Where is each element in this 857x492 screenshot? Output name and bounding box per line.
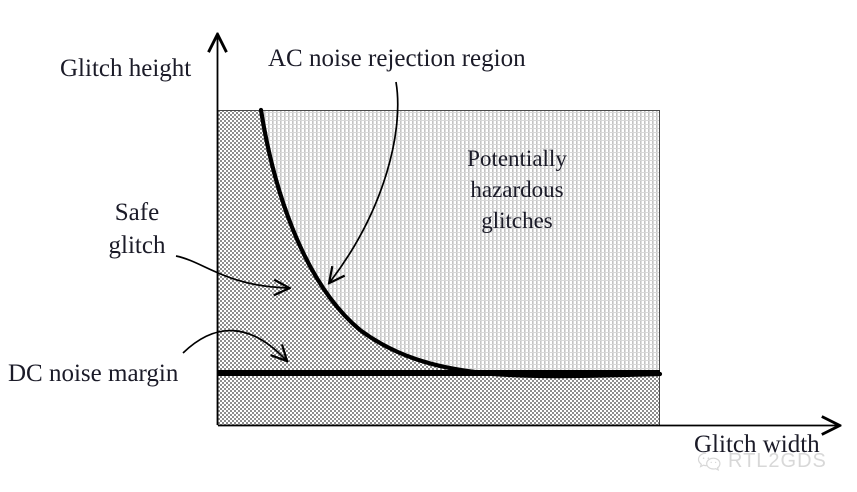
y-axis-label: Glitch height [60,55,192,82]
hazardous-label-line-2: hazardous [470,177,564,203]
dc-noise-margin-leader-arrow [182,329,286,360]
safe-label-line-1: Safe [114,199,160,226]
watermark-text: RTL2GDS [728,450,827,472]
safe-glitch-leader-arrow [175,255,288,288]
x-axis-label: Glitch width [694,431,820,458]
ac-rejection-boundary-curve [258,107,663,379]
safe-label-line-2: glitch [108,232,166,259]
watermark: RTL2GDS [697,450,827,473]
hazardous-glitches-label: Potentially hazardous glitches [450,143,584,236]
axes-group [218,36,839,426]
hazardous-label-line-3: glitches [481,208,553,234]
ac-noise-leader-arrow [330,81,399,282]
dc-noise-margin-label: DC noise margin [8,360,179,387]
safe-glitch-label: Safe glitch [101,196,173,262]
ac-noise-rejection-label: AC noise rejection region [268,45,526,72]
hazardous-label-line-1: Potentially [467,146,567,171]
wechat-icon [697,451,723,473]
